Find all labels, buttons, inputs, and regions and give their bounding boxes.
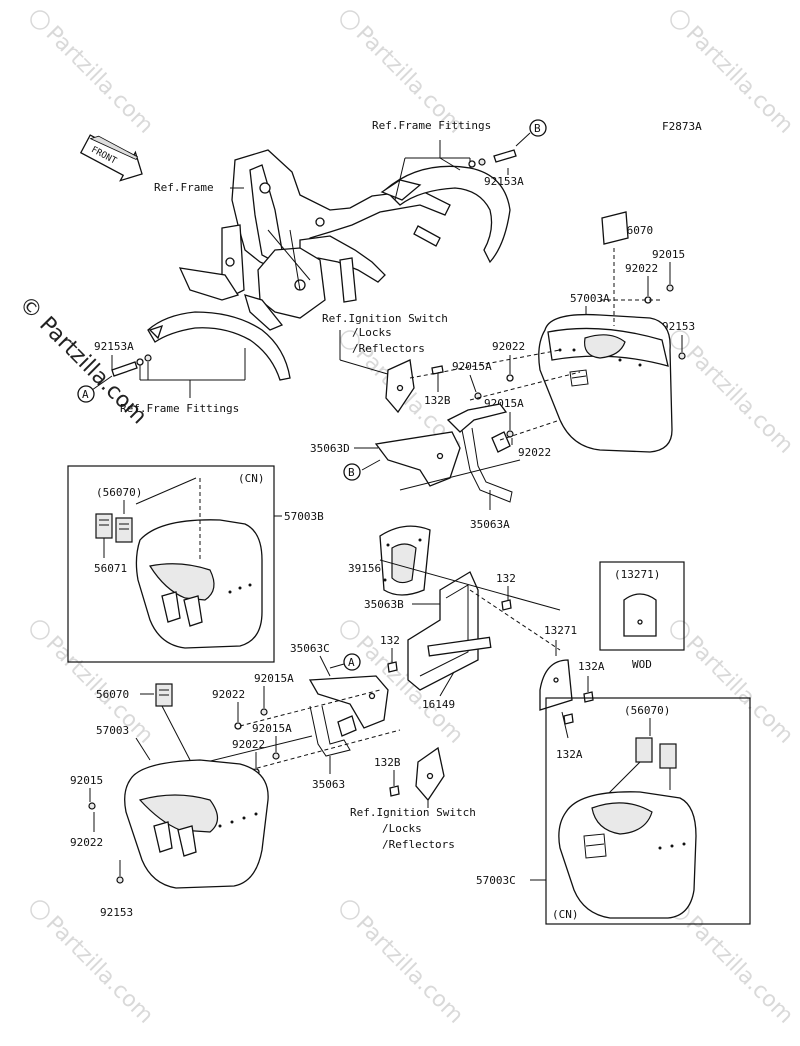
svg-text:57003: 57003 (96, 724, 129, 737)
svg-text:(56070): (56070) (96, 486, 142, 499)
svg-text:92153: 92153 (100, 906, 133, 919)
frame-fittings-top: Ref.Frame Fittings 92153A B (372, 119, 547, 201)
svg-text:(56070): (56070) (624, 704, 670, 717)
svg-text:92022: 92022 (232, 738, 265, 751)
ref-ignition-low: 132B Ref.Ignition Switch /Locks /Reflect… (350, 746, 476, 851)
svg-text:132B: 132B (424, 394, 451, 407)
svg-text:B: B (348, 466, 355, 479)
ref-frame-label: Ref.Frame (154, 181, 214, 194)
bracket-35063a-group: 92022 92015A 132B 92015A 92022 35063D 35… (310, 340, 581, 531)
svg-text:16149: 16149 (422, 698, 455, 711)
watermark-text: Partzilla.com (681, 341, 798, 458)
watermark-text: Partzilla.com (41, 911, 158, 1028)
svg-text:92022: 92022 (212, 688, 245, 701)
svg-text:92015: 92015 (70, 774, 103, 787)
callout-a-mid: A (329, 653, 361, 671)
callout-a-left: A (77, 375, 113, 403)
svg-text:132A: 132A (578, 660, 605, 673)
svg-text:56070: 56070 (96, 688, 129, 701)
svg-text:92022: 92022 (625, 262, 658, 275)
saddlebag-57003a: 56070 92015 92022 57003A 92153 (538, 211, 695, 453)
svg-text:132A: 132A (556, 748, 583, 761)
backrest-group: 39156 35063B 132 132 16149 (348, 525, 561, 711)
frame-drawing (147, 149, 511, 381)
bracket-35063c-group: 35063C A 92015A 92022 92015A 92022 35063 (181, 642, 401, 791)
watermark-text: Partzilla.com (681, 631, 798, 748)
svg-text:WOD: WOD (632, 658, 652, 671)
svg-text:/Locks: /Locks (382, 822, 422, 835)
svg-text:Ref.Ignition Switch: Ref.Ignition Switch (322, 312, 448, 325)
watermark-text: Partzilla.com (351, 911, 468, 1028)
svg-text:57003C: 57003C (476, 874, 516, 887)
frame-fittings-left: 92153A A Ref.Frame Fittings (77, 340, 246, 415)
svg-text:39156: 39156 (348, 562, 381, 575)
svg-text:132: 132 (380, 634, 400, 647)
svg-text:92015A: 92015A (254, 672, 294, 685)
svg-text:(CN): (CN) (552, 908, 579, 921)
figure-code: F2873A (662, 120, 702, 133)
svg-text:92022: 92022 (70, 836, 103, 849)
svg-text:92015A: 92015A (252, 722, 292, 735)
svg-text:92022: 92022 (518, 446, 551, 459)
callout-b-top: B (515, 119, 547, 147)
svg-text:35063C: 35063C (290, 642, 330, 655)
svg-text:92022: 92022 (492, 340, 525, 353)
ref-frame-fittings-top-label: Ref.Frame Fittings (372, 119, 491, 132)
svg-text:56071: 56071 (94, 562, 127, 575)
saddlebag-57003: 56070 57003 92015 92022 92153 (70, 683, 269, 919)
watermark-text: Partzilla.com (41, 21, 158, 138)
part-92153a-left: 92153A (94, 340, 134, 353)
svg-text:/Reflectors: /Reflectors (352, 342, 425, 355)
callout-b-mid: B (343, 459, 381, 481)
svg-text:/Locks: /Locks (352, 326, 392, 339)
svg-text:132: 132 (496, 572, 516, 585)
svg-text:35063A: 35063A (470, 518, 510, 531)
watermark-text: Partzilla.com (681, 911, 798, 1028)
svg-text:Ref.Ignition Switch: Ref.Ignition Switch (350, 806, 476, 819)
ref-frame-fittings-left-label: Ref.Frame Fittings (120, 402, 239, 415)
wod-box: (13271) WOD (599, 561, 685, 671)
svg-text:/Reflectors: /Reflectors (382, 838, 455, 851)
svg-text:57003A: 57003A (570, 292, 610, 305)
svg-text:(13271): (13271) (614, 568, 660, 581)
svg-text:A: A (348, 656, 355, 669)
svg-text:A: A (82, 388, 89, 401)
part-92153a-top: 92153A (484, 175, 524, 188)
svg-text:35063D: 35063D (310, 442, 350, 455)
ref-ignition-top: Ref.Ignition Switch /Locks /Reflectors (322, 312, 448, 414)
svg-text:B: B (534, 122, 541, 135)
svg-text:92153: 92153 (662, 320, 695, 333)
cn-box-bottom: (56070) 56071 57003C (CN) (476, 697, 751, 925)
cn-box-top: (CN) (56070) 56071 57003B (67, 465, 324, 663)
svg-text:92015: 92015 (652, 248, 685, 261)
plate-13271: 13271 132A 132A (539, 624, 605, 761)
svg-text:35063: 35063 (312, 778, 345, 791)
svg-text:13271: 13271 (544, 624, 577, 637)
svg-text:(CN): (CN) (238, 472, 265, 485)
front-arrow-icon: FRONT (79, 134, 143, 182)
svg-text:132B: 132B (374, 756, 401, 769)
svg-text:57003B: 57003B (284, 510, 324, 523)
svg-text:35063B: 35063B (364, 598, 404, 611)
